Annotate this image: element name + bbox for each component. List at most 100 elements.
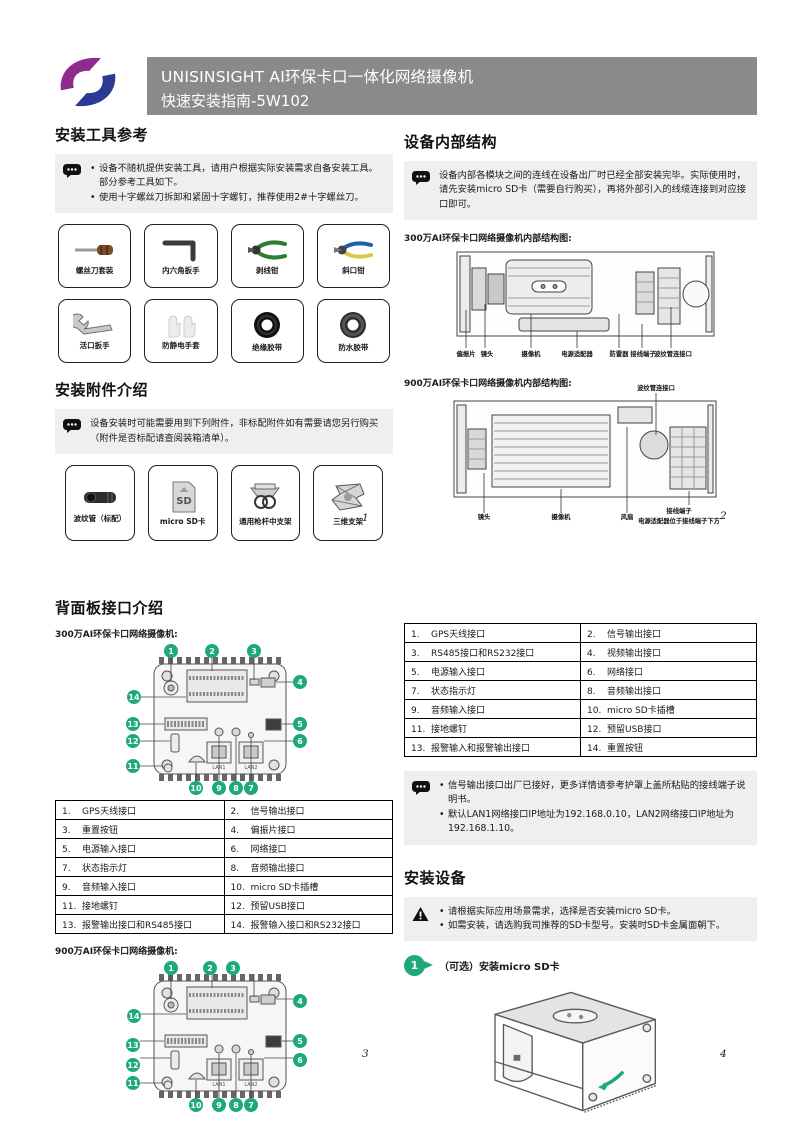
callout-5: 5 [293,717,307,731]
page-number-3: 3 [362,1048,369,1060]
callout-7: 7 [244,1098,258,1112]
callout-13: 13 [126,717,140,731]
fig-label: 风扇 [620,514,634,522]
tools-grid: 螺丝刀套装 内六角扳手 剥线钳 [58,224,390,364]
callout-10: 10 [189,781,203,795]
warning-line: 如需安装，请选购我司推荐的SD卡型号。安装时SD卡金属面朝下。 [439,919,725,934]
rear-panel-heading: 背面板接口介绍 [55,599,164,617]
table-row: 3.RS485接口和RS232接口 4.视频输出接口 [404,642,757,662]
fig300-internal-diagram: 偏振片 镜头 摄像机 电源适配器 防雷器 接线端子 波纹管连接口 [404,248,757,370]
page1-tools-section: 安装工具参考 设备不随机提供安装工具，请用户根据实际安装需求自备安装工具。部分参… [55,124,393,542]
tool-adjustable-wrench: 活口扳手 [58,299,132,364]
callout-2: 2 [203,961,217,975]
table-row: 13.报警输入和报警输出接口 14.重置按钮 [404,737,757,757]
table-row: 11.接地螺钉 12.预留USB接口 [404,718,757,738]
callout-6: 6 [293,1053,307,1067]
tool-screwdriver-set: 螺丝刀套装 [58,224,132,289]
accessories-heading: 安装附件介绍 [55,381,149,400]
callout-8: 8 [229,1098,243,1112]
callout-14: 14 [127,690,141,704]
callout-11: 11 [126,1076,140,1090]
note-line: 使用十字螺丝刀拆卸和紧固十字螺钉，推荐使用2#十字螺丝刀。 [90,191,383,206]
callout-1: 1 [164,961,178,975]
document-title-bar: UNISINSIGHT AI环保卡口一体化网络摄像机 快速安装指南-5W102 [147,57,757,115]
table-row: 5.电源输入接口 6.网络接口 [55,838,393,858]
tools-note: 设备不随机提供安装工具，请用户根据实际安装需求自备安装工具。部分参考工具如下。使… [55,154,393,214]
internal-structure-note-text: 设备内部各模块之间的连线在设备出厂时已经全部安装完毕。实际使用时，请先安装mic… [439,170,747,210]
document-title: UNISINSIGHT AI环保卡口一体化网络摄像机 [161,68,474,86]
tool-wire-stripper: 剥线钳 [230,224,304,289]
warning-triangle-icon [412,905,432,934]
accessory-corrugated-tube: 波纹管（标配） [65,465,135,542]
table-row: 9.音频输入接口 10.micro SD卡插槽 [404,699,757,719]
callout-6: 6 [293,734,307,748]
page2-internal-structure-section: 设备内部结构 设备内部各模块之间的连线在设备出厂时已经全部安装完毕。实际使用时，… [404,131,757,543]
table-row: 7.状态指示灯 8.音频输出接口 [55,857,393,877]
fig-label: 镜头 [480,351,494,359]
tool-hex-wrench: 内六角扳手 [144,224,218,289]
step-1: 1 （可选）安装micro SD卡 [404,955,757,977]
callout-12: 12 [126,734,140,748]
accessory-3d-mount: 三维支架 [313,465,383,542]
callout-2: 2 [205,644,219,658]
accessory-micro-sd: SD micro SD卡 [147,465,218,542]
fig-label: 防雷器 [609,351,629,359]
unisinsight-logo-icon [55,53,121,111]
table-row: 7.状态指示灯 8.音频输出接口 [404,680,757,700]
callout-8: 8 [229,781,243,795]
camera-illustration [466,984,757,1119]
internal-structure-note: 设备内部各模块之间的连线在设备出厂时已经全部安装完毕。实际使用时，请先安装mic… [404,161,757,221]
page-number-4: 4 [720,1048,727,1060]
rear300-caption: 300万AI环保卡口网络摄像机: [55,630,178,640]
diagonal-pliers-icon [334,241,374,259]
callout-11: 11 [126,759,140,773]
accessories-note: 设备安装时可能需要用到下列附件，非标配附件如有需要请您另行购买（附件是否标配请查… [55,409,393,455]
callout-10: 10 [189,1098,203,1112]
insulating-tape-icon [254,311,281,338]
table-row: 9.音频输入接口 10.micro SD卡插槽 [55,876,393,896]
note-bubble-icon [412,169,432,212]
fig-label: 摄像机 [521,351,541,359]
rear300-diagram: 1 2 3 4 5 6 7 8 9 10 11 12 13 14 [55,644,395,795]
fig-label: 偏振片 [456,351,476,359]
wire-stripper-icon [248,240,288,260]
note-bubble-icon [412,779,432,837]
svg-text:SD: SD [176,496,192,507]
warning-line: 请根据实际应用场景需求，选择是否安装micro SD卡。 [439,905,725,920]
page3-rear-panel-section: 背面板接口介绍 300万AI环保卡口网络摄像机: 1 2 3 4 5 6 7 8… [55,597,393,1117]
waterproof-tape-icon [340,311,367,338]
callout-12: 12 [126,1058,140,1072]
tool-waterproof-tape: 防水胶带 [316,299,390,364]
screwdriver-icon [74,244,113,255]
camera-3d-icon [494,992,658,1114]
table-row: 11.接地螺钉 12.预留USB接口 [55,895,393,915]
rear900-diagram: 1 2 3 4 5 6 7 8 9 10 11 12 13 14 [55,961,395,1112]
callout-9: 9 [212,1098,226,1112]
fig-label: 电源适配器 [561,351,593,359]
fig-label: 接线端子电源适配器位于接线端子下方 [638,508,720,525]
step-1-label: （可选）安装micro SD卡 [439,962,560,974]
table-row: 3.重置按钮 4.偏振片接口 [55,819,393,839]
callout-7: 7 [244,781,258,795]
fig900-internal-diagram: 波纹管连接口 [404,385,757,543]
table-row: 5.电源输入接口 6.网络接口 [404,661,757,681]
callout-9: 9 [212,781,226,795]
signal-note: 信号输出接口出厂已接好，更多详情请参考护罩上盖所粘贴的接线端子说明书。默认LAN… [404,771,757,845]
tools-heading: 安装工具参考 [55,126,149,144]
install-device-heading: 安装设备 [404,868,467,887]
corrugated-tube-icon [83,491,116,503]
callout-4: 4 [293,675,307,689]
accessory-pole-mount: 通用枪杆中支架 [230,465,301,542]
rear300-interface-table: 1.GPS天线接口 2.信号输出接口 3.重置按钮 4.偏振片接口 5.电源输入… [55,800,393,934]
rear900-caption: 900万AI环保卡口网络摄像机: [55,947,178,957]
callout-3: 3 [247,644,261,658]
tool-diagonal-pliers: 斜口钳 [316,224,390,289]
accessories-grid: 波纹管（标配） SD micro SD卡 通用枪杆中支架 [65,465,383,542]
table-row: 13.报警输出接口和RS485接口 14.报警输入接口和RS232接口 [55,914,393,934]
fig-label: 接线端子 [630,351,656,359]
table-row: 1.GPS天线接口 2.信号输出接口 [55,800,393,820]
fig-label: 镜头 [477,514,491,522]
note-bubble-icon [63,417,83,446]
step-1-badge: 1 [404,955,433,977]
callout-5: 5 [293,1034,307,1048]
